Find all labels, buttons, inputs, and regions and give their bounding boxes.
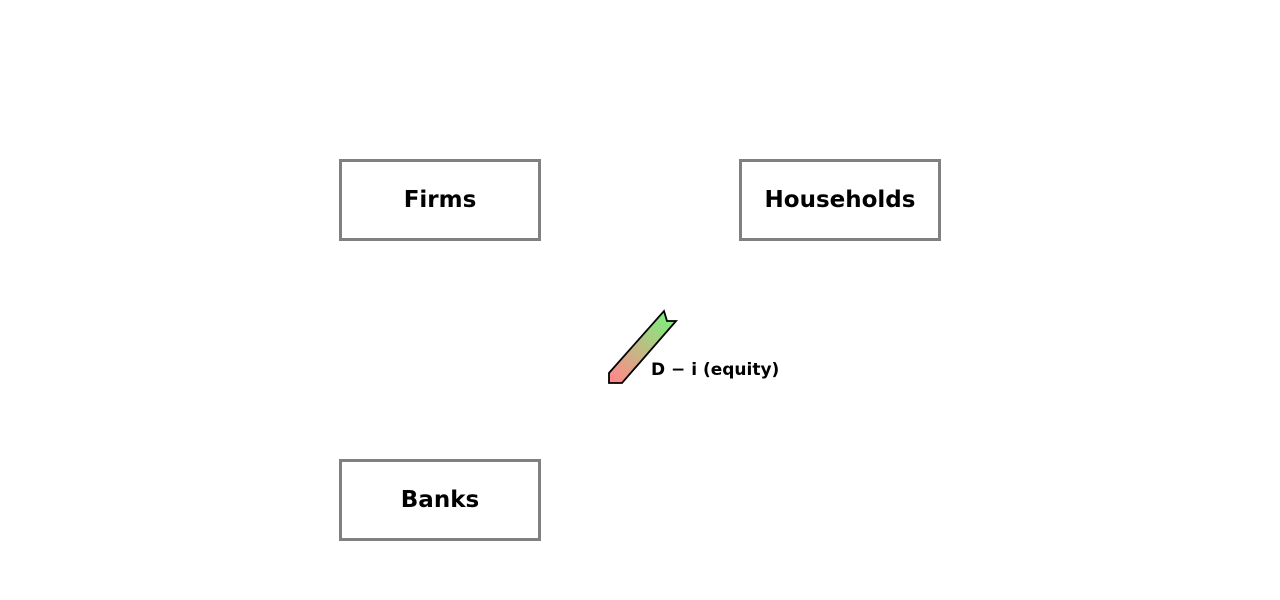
firms-node: Firms [339,159,541,241]
banks-label: Banks [400,487,480,513]
households-node: Households [739,159,941,241]
equity-flow-label: D − i (equity) [651,360,780,380]
equity-flow-arrow [608,309,678,384]
households-label: Households [764,187,916,213]
banks-node: Banks [339,459,541,541]
firms-label: Firms [403,187,477,213]
